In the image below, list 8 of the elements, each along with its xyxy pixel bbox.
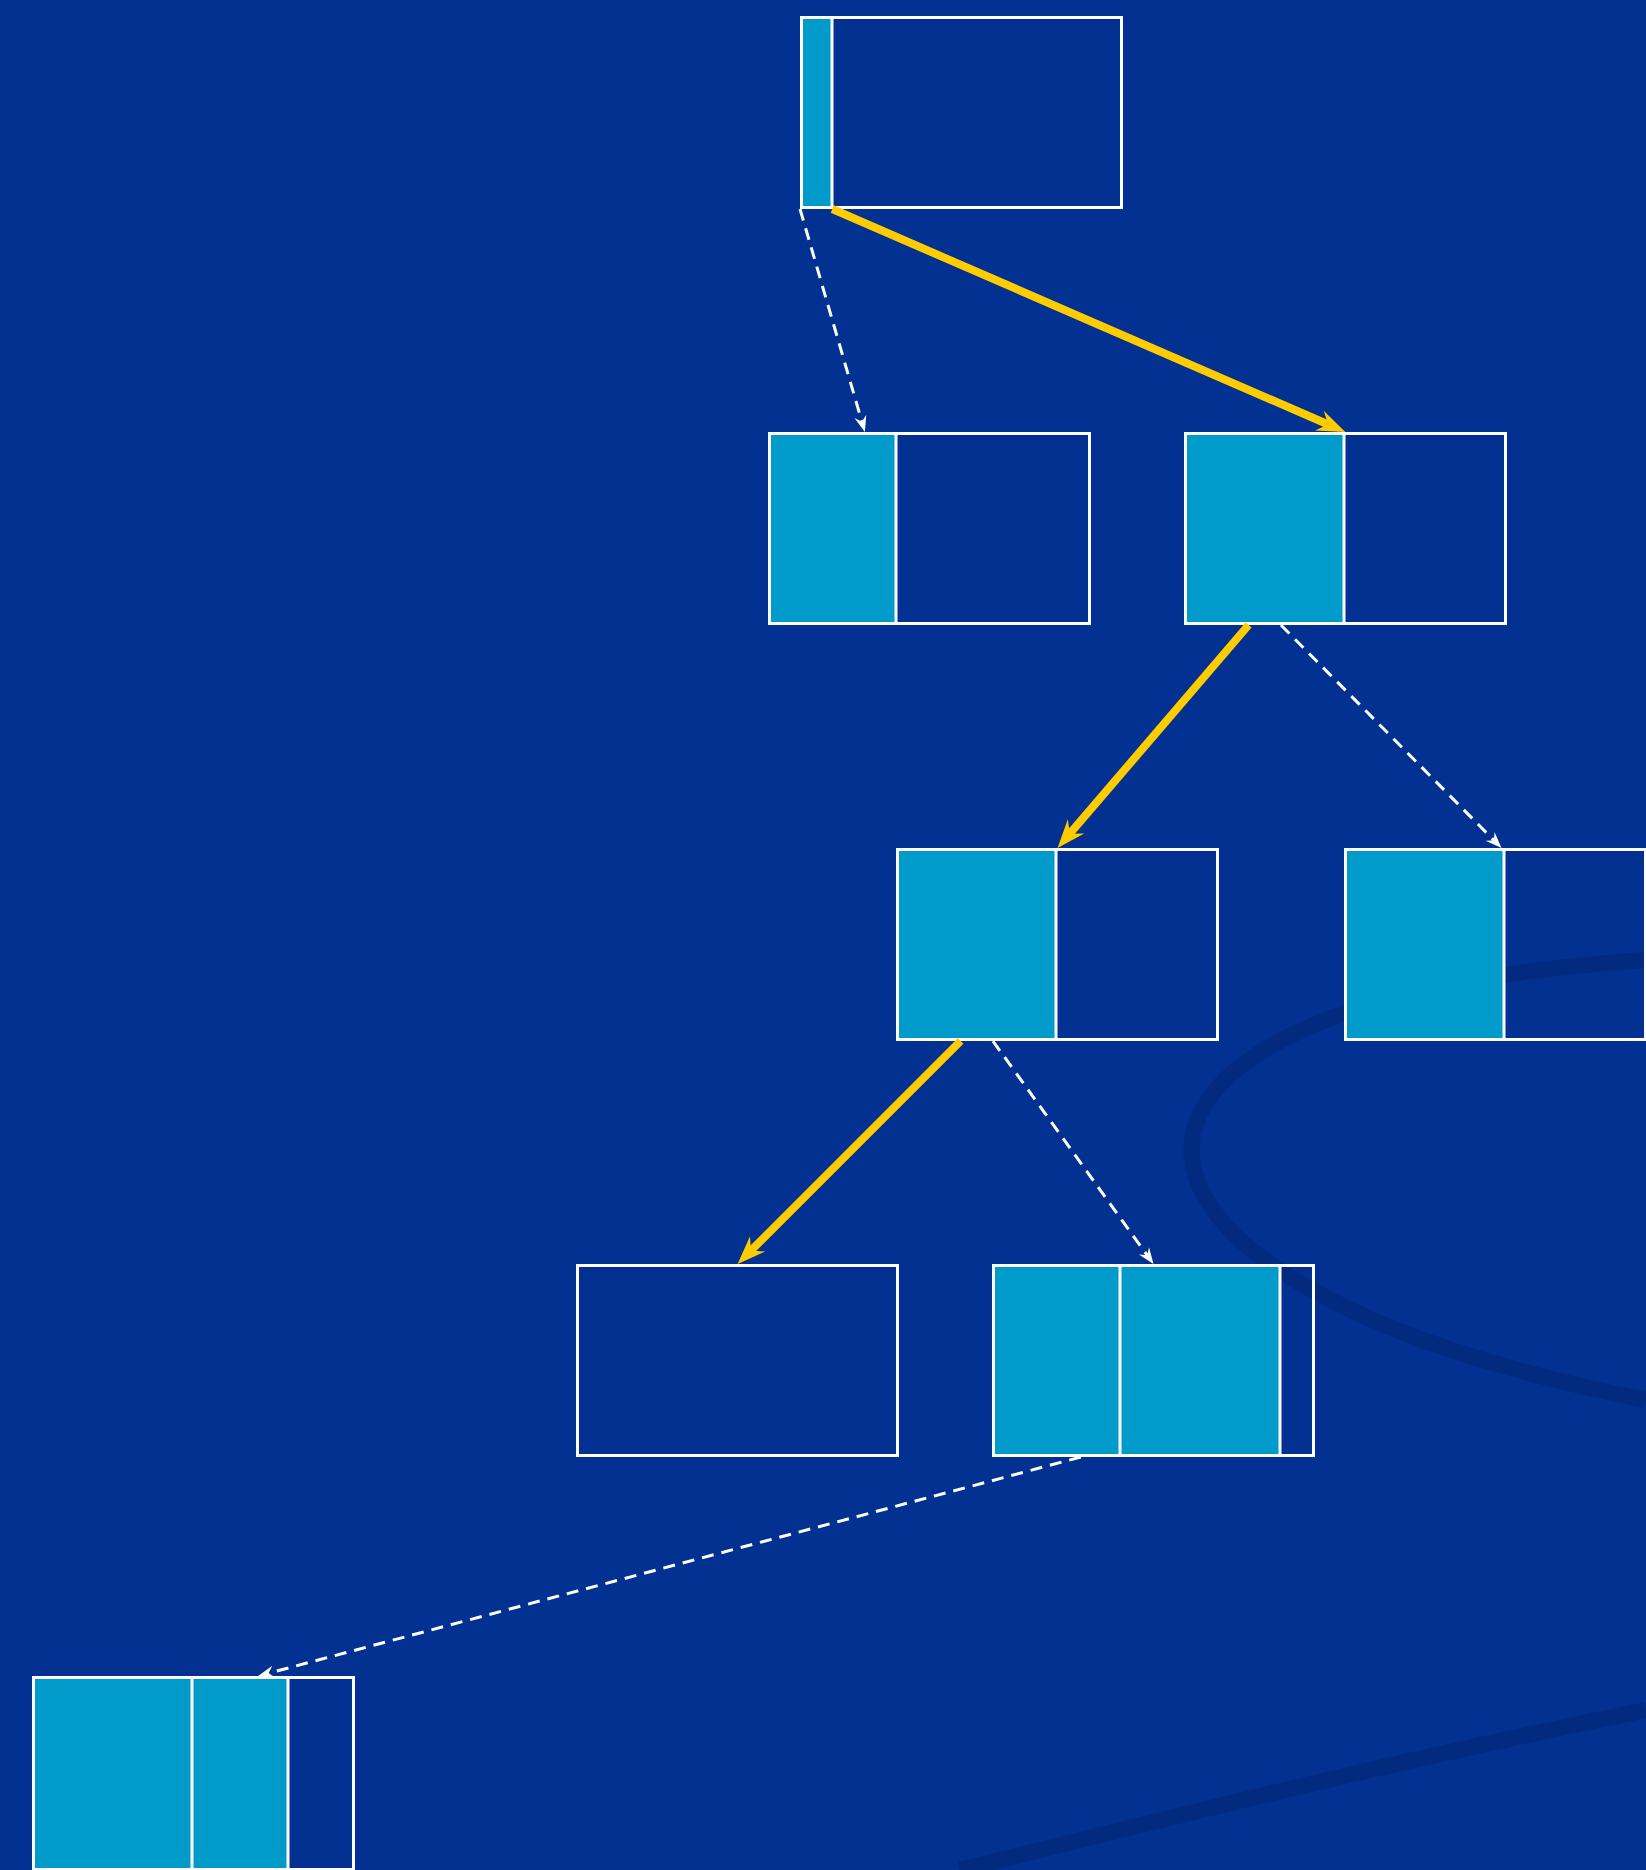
cell-box <box>576 1264 899 1457</box>
cell-box <box>992 1264 1315 1457</box>
cell-box <box>1184 432 1507 625</box>
cell-box <box>896 848 1219 1041</box>
cell-box <box>32 1676 355 1870</box>
cell-box <box>800 16 1123 209</box>
cell-box <box>768 432 1091 625</box>
cell-box <box>1344 848 1646 1041</box>
